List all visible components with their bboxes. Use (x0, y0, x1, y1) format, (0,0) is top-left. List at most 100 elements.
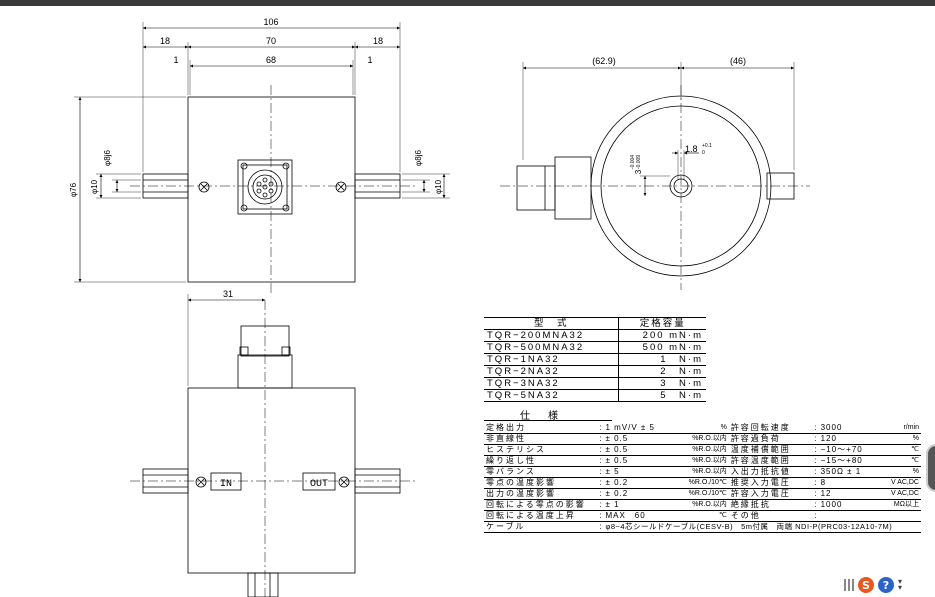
spec-value: MAX 60 (603, 510, 674, 522)
spec-unit: %R.O.以内 (673, 444, 729, 456)
label-in: IN (220, 479, 232, 490)
spec-colon: : (597, 433, 604, 445)
spec-value: 1 mV/V ± 5 (603, 423, 674, 434)
spec-unit: % (673, 423, 729, 434)
spec-key: 温度補償範囲 (728, 444, 813, 456)
spec-unit: V AC,DC (879, 477, 921, 489)
spec-unit: ℃ (879, 444, 921, 456)
in-label-box (210, 472, 242, 491)
spec-unit: % (879, 466, 921, 478)
spec-colon: : (812, 510, 819, 522)
spec-colon: : (812, 466, 819, 478)
spec-key: 回転による温度上昇 (484, 510, 598, 522)
dim-right-shaft-d2: φ10 (434, 179, 443, 194)
window-top-border (0, 0, 935, 6)
side-panel-tab[interactable] (926, 444, 935, 492)
spec-key: 回転による零点の影響 (484, 499, 598, 511)
cable-label: ケーブル (484, 521, 598, 533)
capacity-cell: 3 N·m (618, 377, 706, 390)
spec-key: 出力の温度影響 (484, 488, 598, 500)
dim-left-shaft-d2: φ10 (90, 179, 99, 194)
spec-key: 非直線性 (484, 433, 598, 445)
dim-diameter: φ76 (69, 182, 78, 197)
model-cell: TQR−1NA32 (484, 353, 620, 366)
tray-grip-icon[interactable] (844, 579, 854, 591)
spec-colon: : (812, 477, 819, 489)
bottom-view (130, 294, 415, 597)
table-row: ヒステリシス:± 0.5%R.O.以内温度補償範囲:−10～+70℃ (484, 444, 921, 456)
spec-unit (879, 510, 921, 522)
dim-body: 70 (266, 36, 276, 46)
dim-right-shaft: 18 (373, 36, 383, 46)
dim-hole: 1.8 (685, 144, 698, 154)
spec-colon: : (597, 499, 604, 511)
front-body (187, 96, 356, 283)
spec-unit: ℃ (879, 455, 921, 467)
spec-colon: : (597, 444, 604, 456)
spec-value: 12 (818, 488, 880, 500)
spec-unit: %R.O.以内 (673, 433, 729, 445)
spec-key: 許容回転速度 (728, 423, 813, 434)
spec-unit: %R.O.以内 (673, 499, 729, 511)
dim-hole-tol: +0.1 (702, 143, 712, 149)
spec-key: 絶縁抵抗 (728, 499, 813, 511)
spec-key: その他 (728, 510, 813, 522)
spec-unit: ℃ (673, 510, 729, 522)
model-table-header: 型 式 定格容量 (484, 317, 706, 330)
spec-colon: : (597, 423, 604, 434)
capacity-cell: 200 mN·m (618, 329, 706, 342)
spec-title: 仕様 (484, 407, 612, 422)
spec-value: ± 0.5 (603, 455, 674, 467)
help-icon[interactable]: ? (878, 577, 894, 593)
spec-key: 推奨入力電圧 (728, 477, 813, 489)
table-row: ケーブル:φ8−4芯シールドケーブル(CESV-B) 5m付属 両端 NDI-P… (484, 521, 921, 533)
table-row: 繰り返し性:± 0.5%R.O.以内許容温度範囲:−15～+80℃ (484, 455, 921, 467)
header-capacity: 定格容量 (618, 317, 706, 330)
spec-value: 3000 (818, 423, 880, 434)
spec-unit: MΩ以上 (879, 499, 921, 511)
tray-menu-icon[interactable]: ▾▾ (898, 577, 903, 592)
app-s-icon[interactable]: S (858, 577, 874, 593)
spec-colon: : (597, 455, 604, 467)
spec-key: 零バランス (484, 466, 598, 478)
spec-value: 1000 (818, 499, 880, 511)
table-row: 零バランス:± 5%R.O.以内入出力抵抗値:350Ω ± 1% (484, 466, 921, 478)
spec-key: 許容入力電圧 (728, 488, 813, 500)
label-out: OUT (310, 479, 328, 490)
model-cell: TQR−2NA32 (484, 365, 620, 378)
dim-side-left: (62.9) (592, 56, 616, 66)
system-tray: S ? ▾▾ (844, 575, 926, 595)
spec-key: 許容過負荷 (728, 433, 813, 445)
spec-value: ± 0.5 (603, 444, 674, 456)
spec-value (818, 510, 880, 522)
capacity-cell: 5 N·m (618, 389, 706, 402)
spec-colon: : (812, 488, 819, 500)
spec-key: 定格出力 (484, 423, 598, 434)
front-connector (237, 159, 293, 215)
side-view (500, 62, 810, 290)
dim-small: 3 (634, 169, 643, 174)
spec-value: −10～+70 (818, 444, 880, 456)
spec-unit: %R.O.以内 (673, 466, 729, 478)
spec-key: 零点の温度影響 (484, 477, 598, 489)
header-model: 型 式 (484, 317, 620, 330)
spec-value: 120 (818, 433, 880, 445)
dim-connector: 31 (223, 289, 233, 299)
model-cell: TQR−5NA32 (484, 389, 620, 402)
spec-unit: %R.O.以内 (673, 455, 729, 467)
dim-left-gap: 1 (173, 55, 178, 65)
spec-colon: : (597, 466, 604, 478)
spec-unit: % (879, 433, 921, 445)
dim-overall: 106 (263, 17, 278, 27)
out-label-box (302, 472, 336, 491)
